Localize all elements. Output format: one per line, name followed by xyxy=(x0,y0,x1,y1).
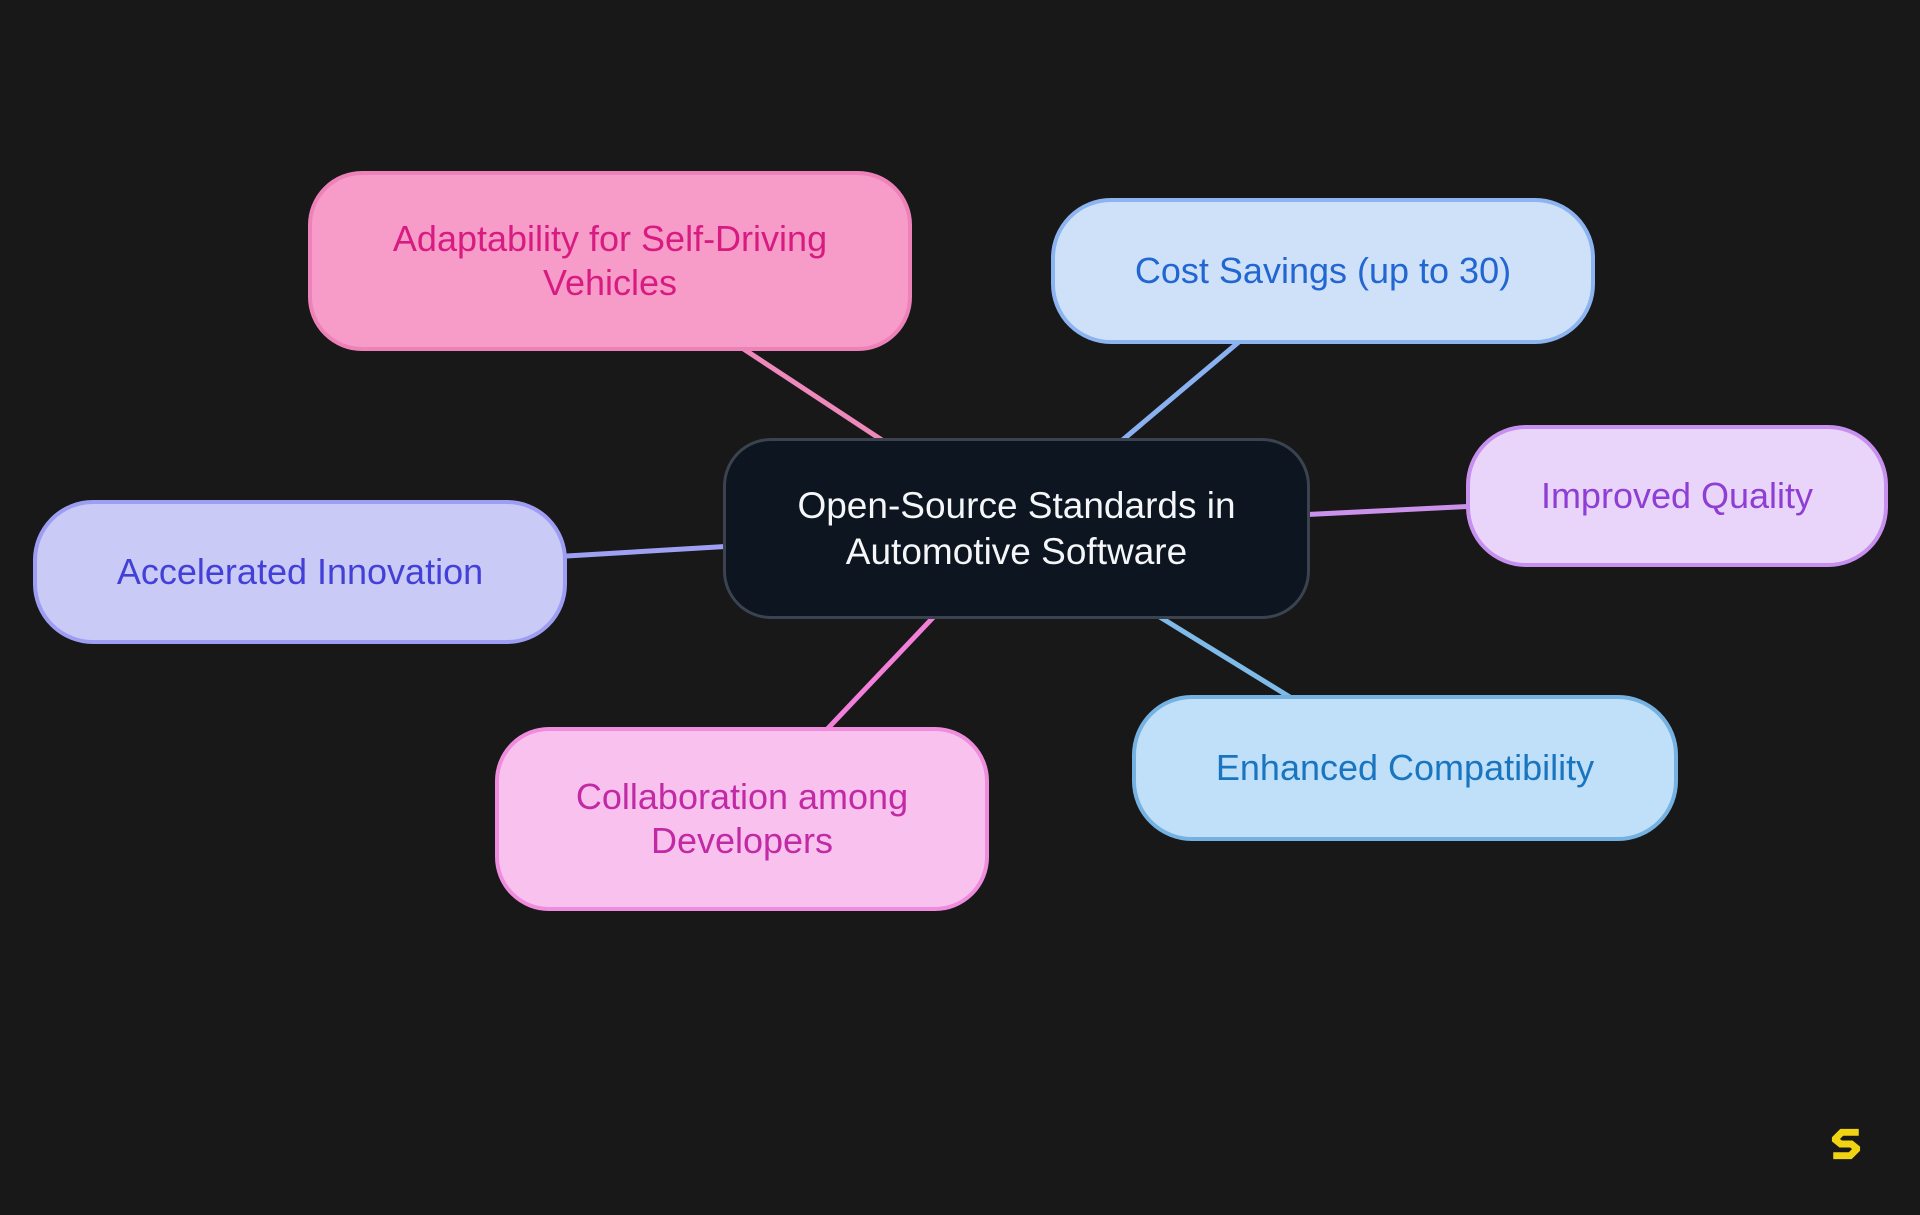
node-collaboration-among-developers[interactable]: Collaboration among Developers xyxy=(495,727,989,911)
brand-s-logo-icon xyxy=(1826,1122,1866,1166)
node-label: Improved Quality xyxy=(1540,475,1814,517)
node-adaptability-for-self-driving-vehicles[interactable]: Adaptability for Self-Driving Vehicles xyxy=(308,171,912,351)
node-cost-savings[interactable]: Cost Savings (up to 30) xyxy=(1051,198,1595,344)
node-label: Enhanced Compatibility xyxy=(1215,747,1595,789)
node-improved-quality[interactable]: Improved Quality xyxy=(1466,425,1888,567)
brand-s-logo-path xyxy=(1831,1128,1861,1160)
node-label: Accelerated Innovation xyxy=(116,551,484,593)
node-central-topic[interactable]: Open-Source Standards in Automotive Soft… xyxy=(723,438,1310,619)
node-label: Cost Savings (up to 30) xyxy=(1134,250,1512,292)
node-enhanced-compatibility[interactable]: Enhanced Compatibility xyxy=(1132,695,1678,841)
node-label: Adaptability for Self-Driving Vehicles xyxy=(392,218,828,303)
central-topic-label: Open-Source Standards in Automotive Soft… xyxy=(797,485,1236,572)
node-label: Collaboration among Developers xyxy=(575,776,909,861)
node-accelerated-innovation[interactable]: Accelerated Innovation xyxy=(33,500,567,644)
